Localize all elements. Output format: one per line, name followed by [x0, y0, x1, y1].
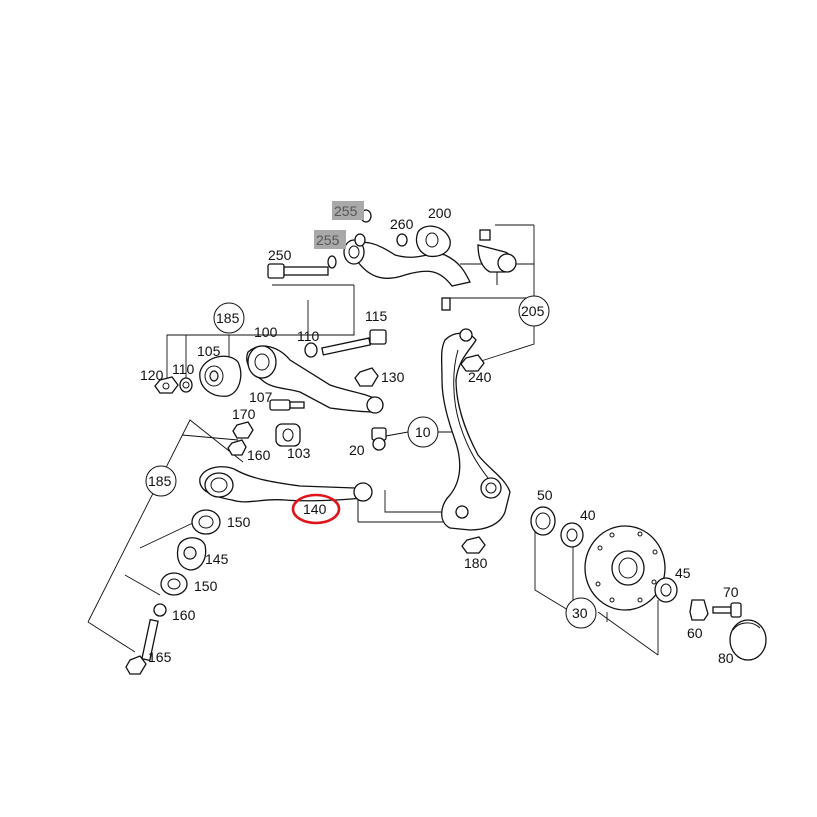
label-107: 107: [249, 389, 273, 405]
label-120: 120: [140, 367, 164, 383]
label-255-upper: 255: [334, 203, 358, 219]
nut-120: [154, 376, 179, 394]
label-160-upper: 160: [247, 447, 271, 463]
bolt-107: [269, 399, 305, 411]
label-185-lower: 185: [148, 473, 172, 489]
label-70: 70: [723, 584, 739, 600]
label-165: 165: [148, 649, 172, 665]
wheel-hub: [584, 525, 666, 611]
bushing-145: [176, 537, 207, 571]
clamp-nut-60: [689, 599, 709, 621]
washer-110-upper: [304, 342, 318, 358]
upper-control-arm: [343, 209, 471, 287]
label-45: 45: [675, 565, 691, 581]
callout-circle-10: [407, 416, 439, 448]
bearing-40: [560, 522, 584, 548]
highlight-ring-140: [291, 493, 341, 525]
label-115: 115: [365, 308, 388, 324]
label-180: 180: [464, 555, 488, 571]
nut-170: [232, 421, 254, 439]
label-20: 20: [349, 442, 365, 458]
nut-240: [460, 354, 485, 372]
label-highlight-255-upper: [332, 201, 364, 220]
bolt-165: [125, 618, 159, 675]
label-40: 40: [580, 507, 596, 523]
label-103: 103: [287, 445, 311, 461]
ball-joint-upper: [441, 229, 517, 311]
bushing-150-upper: [191, 509, 221, 535]
label-130: 130: [381, 369, 405, 385]
callout-circle-205: [518, 295, 550, 327]
label-170: 170: [232, 406, 256, 422]
control-arm-140: [199, 466, 373, 522]
nut-160-upper: [227, 439, 247, 456]
label-150-lower: 150: [194, 578, 218, 594]
bushing-150-lower: [160, 572, 188, 596]
label-80: 80: [718, 650, 734, 666]
label-200: 200: [428, 205, 452, 221]
callout-circle-30: [565, 597, 597, 629]
label-260: 260: [390, 216, 414, 232]
label-250: 250: [268, 247, 292, 263]
label-185-upper: 185: [216, 310, 240, 326]
control-arm-100: [246, 345, 384, 414]
nut-180: [461, 536, 486, 554]
steering-knuckle: [440, 328, 511, 531]
bolt-250: [267, 255, 337, 279]
label-145: 145: [205, 551, 229, 567]
label-150-upper: 150: [227, 514, 251, 530]
bolt-70: [712, 602, 742, 618]
label-100: 100: [254, 324, 278, 340]
bushing-105: [199, 355, 242, 397]
label-10: 10: [415, 424, 431, 440]
seal-50: [530, 506, 556, 536]
label-110-upper: 110: [297, 328, 320, 344]
washer-110: [179, 377, 193, 393]
label-140: 140: [303, 501, 327, 517]
label-205: 205: [521, 303, 545, 319]
bushing-103: [275, 423, 301, 447]
bolt-115: [321, 329, 387, 356]
label-160-lower: 160: [172, 607, 196, 623]
nut-130: [354, 367, 379, 387]
label-105: 105: [197, 343, 221, 359]
bearing-45: [654, 577, 678, 603]
label-110-lower: 110: [172, 361, 195, 377]
washer-160-lower: [153, 603, 167, 617]
dust-cap-80: [729, 619, 767, 661]
label-60: 60: [687, 625, 703, 641]
label-highlight-255-lower: [314, 230, 346, 249]
callout-circle-185-upper: [213, 302, 245, 334]
label-50: 50: [537, 487, 553, 503]
label-255-lower: 255: [316, 232, 340, 248]
part-labels: 255 255 260 200 250 205 185 115 100 110 …: [140, 203, 739, 666]
callout-circle-185-lower: [145, 465, 177, 497]
label-30: 30: [572, 605, 588, 621]
ball-joint-20: [371, 427, 387, 451]
label-240: 240: [468, 369, 492, 385]
